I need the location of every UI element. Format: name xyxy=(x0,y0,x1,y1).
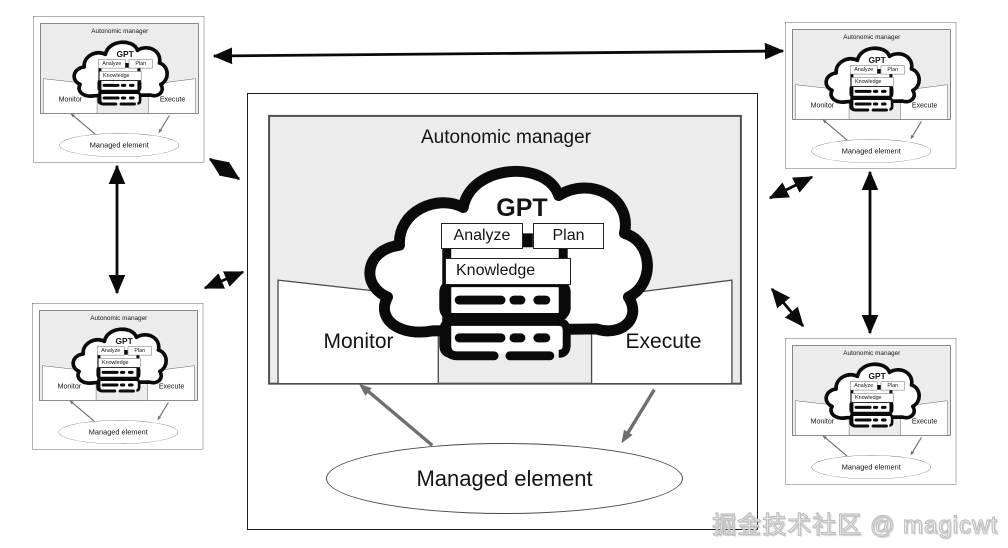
analyze-box: Analyze xyxy=(441,223,523,249)
autonomic-system-bottom-left: Autonomic manager GPT Analyze Plan Knowl… xyxy=(32,303,204,450)
managed-element-label: Managed element xyxy=(841,462,901,472)
peer-link-arrow-center-topright xyxy=(768,175,814,200)
managed-element-label: Managed element xyxy=(416,465,593,491)
monitor-feedback-arrow xyxy=(69,400,95,422)
plan-box: Plan xyxy=(128,59,153,69)
diagram-canvas xyxy=(39,310,198,422)
execute-action-arrow xyxy=(158,115,170,134)
monitor-feedback-arrow xyxy=(822,435,848,457)
server-icon xyxy=(849,69,894,112)
diagram-canvas xyxy=(40,23,199,135)
gpt-label: GPT xyxy=(496,194,548,222)
autonomic-manager-title: Autonomic manager xyxy=(843,349,901,357)
gpt-label: GPT xyxy=(115,336,133,347)
analyze-box: Analyze xyxy=(97,59,126,69)
monitor-label: Monitor xyxy=(810,101,835,110)
autonomic-manager-diagram: Autonomic manager GPT Analyze Plan Knowl… xyxy=(785,22,957,169)
monitor-label: Monitor xyxy=(58,95,83,104)
analyze-box: Analyze xyxy=(96,346,125,356)
analyze-box: Analyze xyxy=(849,65,878,75)
peer-link-arrow-topleft-center xyxy=(208,157,241,181)
server-icon xyxy=(439,233,571,361)
knowledge-box: Knowledge xyxy=(851,77,894,87)
server-icon xyxy=(849,385,894,428)
monitor-label: Monitor xyxy=(323,330,394,353)
autonomic-manager-title: Autonomic manager xyxy=(420,127,592,148)
plan-box: Plan xyxy=(533,223,604,249)
autonomic-manager-title: Autonomic manager xyxy=(90,314,148,322)
diagram-canvas xyxy=(792,345,951,457)
knowledge-box: Knowledge xyxy=(98,358,141,368)
diagram-canvas xyxy=(268,114,742,447)
managed-element-label: Managed element xyxy=(841,146,901,156)
managed-element-ellipse: Managed element xyxy=(59,133,180,158)
diagram-canvas xyxy=(792,29,951,141)
execute-action-arrow xyxy=(910,437,922,456)
autonomic-system-top-left: Autonomic manager GPT Analyze Plan Knowl… xyxy=(33,16,205,163)
peer-link-arrow-bottomleft-center xyxy=(203,270,245,290)
managed-element-ellipse: Managed element xyxy=(811,139,932,164)
execute-label: Execute xyxy=(911,101,938,110)
managed-element-ellipse: Managed element xyxy=(811,455,932,480)
analyze-box: Analyze xyxy=(849,381,878,391)
autonomic-system-center: Autonomic manager GPT Analyze Plan Knowl… xyxy=(247,93,758,530)
monitor-label: Monitor xyxy=(810,417,835,426)
autonomic-manager-diagram: Autonomic manager GPT Analyze Plan Knowl… xyxy=(32,303,204,450)
managed-element-label: Managed element xyxy=(89,140,149,150)
server-icon xyxy=(97,63,142,106)
autonomic-manager-diagram: Autonomic manager GPT Analyze Plan Knowl… xyxy=(247,93,758,530)
execute-label: Execute xyxy=(159,95,186,104)
knowledge-box: Knowledge xyxy=(851,393,894,403)
autonomic-system-bottom-right: Autonomic manager GPT Analyze Plan Knowl… xyxy=(785,338,957,485)
watermark-text: 掘金技术社区 @ magicwt xyxy=(712,511,998,539)
plan-box: Plan xyxy=(880,65,905,75)
gpt-label: GPT xyxy=(868,371,886,382)
plan-box: Plan xyxy=(880,381,905,391)
execute-action-arrow xyxy=(621,388,656,444)
managed-element-ellipse: Managed element xyxy=(326,443,683,514)
server-icon xyxy=(96,350,141,393)
monitor-label: Monitor xyxy=(57,382,82,391)
plan-box: Plan xyxy=(127,346,152,356)
execute-label: Execute xyxy=(625,330,702,353)
peer-link-arrow-top xyxy=(212,42,785,65)
execute-label: Execute xyxy=(158,382,185,391)
execute-action-arrow xyxy=(910,121,922,140)
peer-link-arrow-center-bottomright xyxy=(770,287,805,328)
monitor-feedback-arrow xyxy=(822,119,848,141)
managed-element-ellipse: Managed element xyxy=(58,420,179,445)
gpt-label: GPT xyxy=(116,49,134,60)
monitor-feedback-arrow xyxy=(358,383,434,447)
managed-element-label: Managed element xyxy=(88,427,148,437)
monitor-feedback-arrow xyxy=(70,113,96,135)
autonomic-manager-diagram: Autonomic manager GPT Analyze Plan Knowl… xyxy=(33,16,205,163)
autonomic-manager-diagram: Autonomic manager GPT Analyze Plan Knowl… xyxy=(785,338,957,485)
gpt-label: GPT xyxy=(868,55,886,66)
autonomic-system-top-right: Autonomic manager GPT Analyze Plan Knowl… xyxy=(785,22,957,169)
autonomic-manager-title: Autonomic manager xyxy=(843,33,901,41)
execute-label: Execute xyxy=(911,417,938,426)
knowledge-box: Knowledge xyxy=(445,258,571,285)
autonomic-manager-title: Autonomic manager xyxy=(91,27,149,35)
knowledge-box: Knowledge xyxy=(99,71,142,81)
execute-action-arrow xyxy=(157,402,169,421)
